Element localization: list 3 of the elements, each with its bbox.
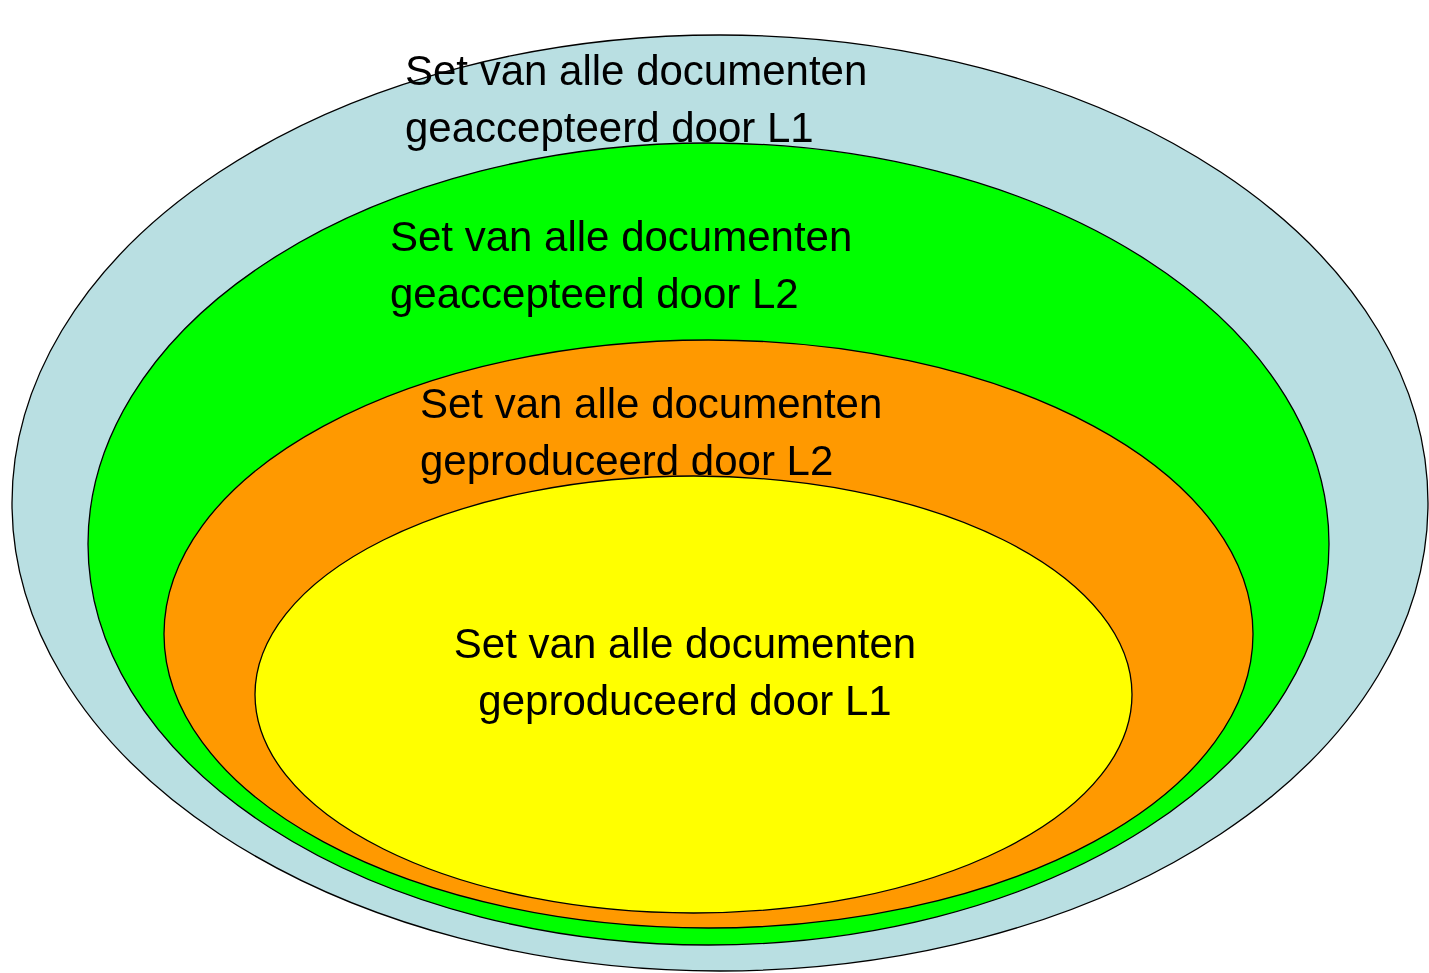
set-label: Set van alle documenten geproduceerd door L1 — [452, 619, 918, 726]
set-label: Set van alle documenten geproduceerd door L2 — [420, 379, 884, 486]
set-label: Set van alle documenten geaccepteerd door L2 — [390, 212, 854, 319]
